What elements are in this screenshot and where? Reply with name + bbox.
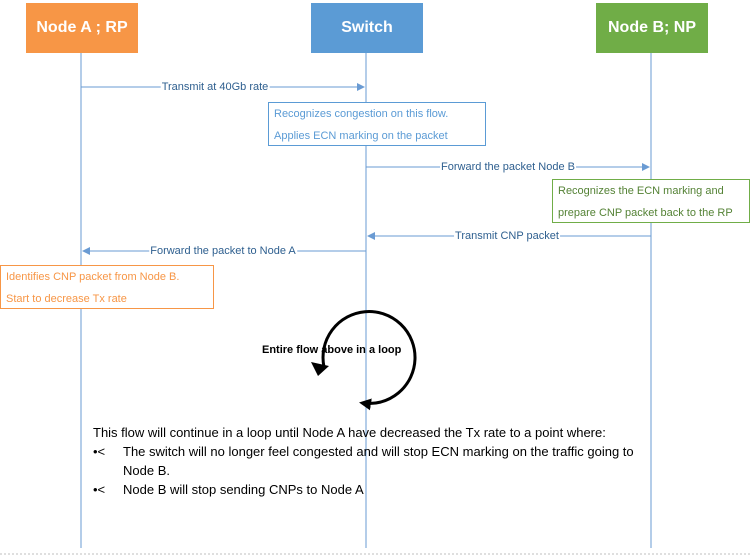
note-node-a: Identifies CNP packet from Node B. Start… — [0, 265, 214, 309]
note-node-a-line-2: Start to decrease Tx rate — [6, 293, 127, 305]
message-transmit-40gb: Transmit at 40Gb rate — [160, 81, 270, 94]
summary-text: This flow will continue in a loop until … — [93, 423, 653, 499]
bullet-marker: •< — [93, 482, 106, 497]
note-node-b-line-2: prepare CNP packet back to the RP — [558, 207, 733, 219]
summary-bullet: •< Node B will stop sending CNPs to Node… — [93, 480, 653, 499]
message-forward-node-a: Forward the packet to Node A — [149, 245, 297, 258]
summary-bullet: •< The switch will no longer feel conges… — [93, 442, 653, 480]
note-switch: Recognizes congestion on this flow. Appl… — [268, 102, 486, 146]
loop-label: Entire flow above in a loop — [262, 344, 402, 356]
note-switch-line-1: Recognizes congestion on this flow. — [274, 108, 449, 120]
message-transmit-cnp: Transmit CNP packet — [454, 230, 560, 243]
summary-bullet-text: The switch will no longer feel congested… — [123, 444, 634, 478]
summary-bullet-text: Node B will stop sending CNPs to Node A — [123, 482, 364, 497]
message-forward-node-b: Forward the packet Node B — [440, 161, 576, 174]
note-switch-line-2: Applies ECN marking on the packet — [274, 130, 448, 142]
circular-arrow-icon — [321, 310, 417, 411]
note-node-b: Recognizes the ECN marking and prepare C… — [552, 179, 750, 223]
bullet-marker: •< — [93, 444, 106, 459]
actor-node-a: Node A ; RP — [26, 3, 138, 53]
note-node-a-line-1: Identifies CNP packet from Node B. — [6, 271, 180, 283]
actor-node-b: Node B; NP — [596, 3, 708, 53]
circular-arrow-icon-head — [311, 362, 329, 376]
summary-intro: This flow will continue in a loop until … — [93, 425, 606, 440]
actor-switch: Switch — [311, 3, 423, 53]
note-node-b-line-1: Recognizes the ECN marking and — [558, 185, 724, 197]
